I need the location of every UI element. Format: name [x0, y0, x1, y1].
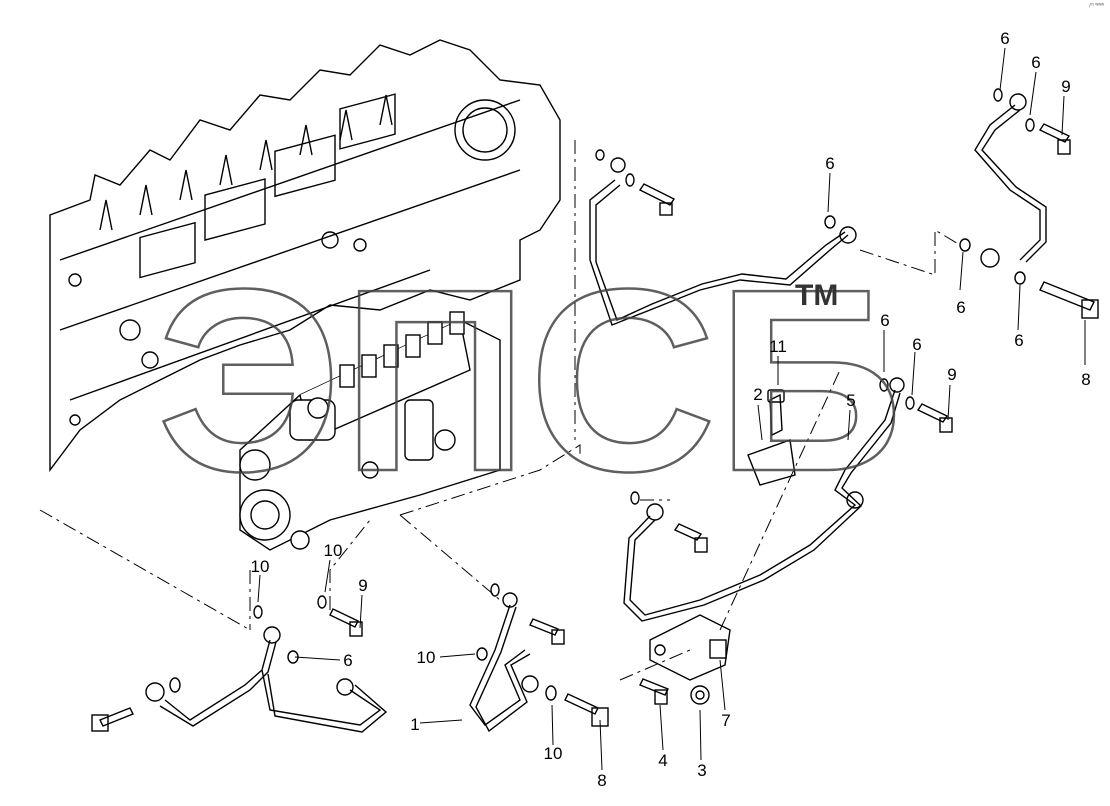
callout-label: 10 [544, 744, 563, 763]
callout-label: 1 [410, 715, 419, 734]
callout-label: 6 [1000, 29, 1009, 48]
callout-label: 2 [753, 385, 762, 404]
injection-pipes-lower [91, 583, 609, 733]
callout-label: 4 [658, 751, 667, 770]
callout-label: 3 [697, 761, 706, 780]
clamp-and-bracket [639, 389, 796, 705]
callout-label: 6 [1031, 53, 1040, 72]
callout-label: 6 [1014, 331, 1023, 350]
callout-label: 8 [597, 771, 606, 790]
injection-pipe-middle [623, 377, 953, 622]
callout-label: 9 [947, 365, 956, 384]
callout-label: 6 [956, 298, 965, 317]
watermark-trademark: TM [795, 279, 838, 312]
assembly-lines [39, 140, 961, 681]
callout-label: 9 [358, 576, 367, 595]
injection-pump [239, 311, 501, 551]
corner-mark: ₍ᵐ ʷʷʷ [1088, 3, 1104, 9]
injection-pipe-right [959, 88, 1099, 319]
callout-label: 8 [1081, 370, 1090, 389]
injection-pipe-upper [589, 149, 857, 326]
leader-lines [257, 47, 1086, 771]
callouts: 6 6 9 6 6 6 8 6 6 9 11 2 5 10 10 9 6 10 … [251, 29, 1091, 790]
callout-label: 11 [769, 337, 787, 356]
callout-label: 10 [251, 557, 270, 576]
callout-label: 10 [324, 541, 343, 560]
delivery-valves [339, 311, 465, 388]
callout-label: 6 [880, 311, 889, 330]
callout-label: 5 [846, 391, 855, 410]
callout-label: 10 [417, 648, 436, 667]
watermark-text: ЭПСБ [157, 236, 903, 526]
callout-label: 7 [721, 711, 730, 730]
watermark: ЭПСБ TM [156, 235, 905, 528]
callout-label: 9 [1061, 77, 1070, 96]
callout-label: 6 [825, 154, 834, 173]
callout-label: 6 [343, 651, 352, 670]
callout-label: 6 [912, 335, 921, 354]
engine-block [49, 39, 561, 473]
